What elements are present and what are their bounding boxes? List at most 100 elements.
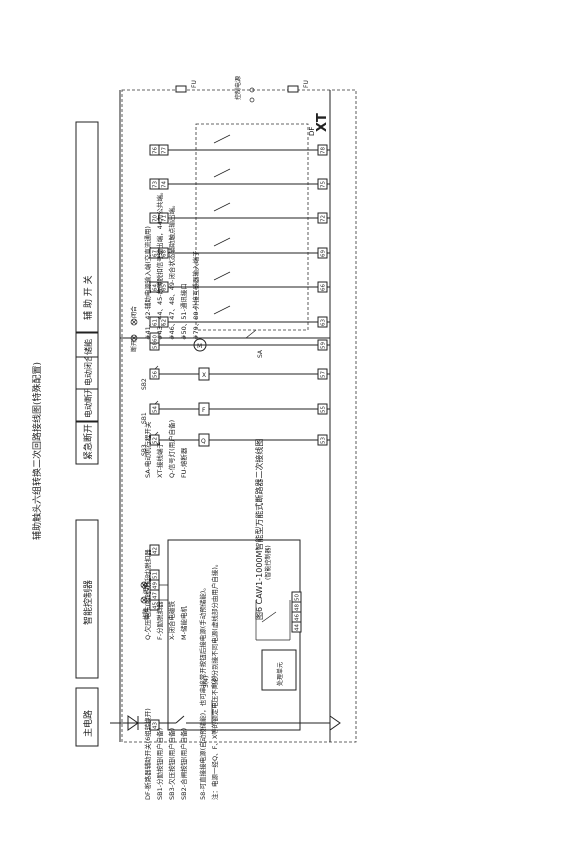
terminal-59: 59 bbox=[321, 342, 327, 349]
terminal-63-box bbox=[317, 316, 328, 328]
legend-c3-0: SA-电动机行程开关 bbox=[143, 421, 152, 478]
motor-m: M bbox=[197, 343, 202, 350]
legend: DF-断路器辅助开关(6组转换开) SB1-分励按钮(用户自备) SB3-欠压按… bbox=[143, 189, 264, 800]
legend-c1-1: SB1-分励按钮(用户自备) bbox=[155, 728, 164, 800]
fuse-left bbox=[175, 85, 187, 93]
coil-x: X bbox=[202, 372, 206, 379]
coil-q: Q bbox=[201, 438, 206, 445]
header-aux-switch-label: 辅 助 开 关 bbox=[82, 275, 94, 320]
terminal-71-box bbox=[158, 212, 169, 224]
terminal-67: 67 bbox=[153, 250, 159, 257]
legend-c1-2: SB3-欠压按钮(用户自备) bbox=[167, 728, 176, 800]
header-emergency-open bbox=[75, 421, 99, 465]
terminal-69: 69 bbox=[321, 250, 327, 257]
terminal-62-box bbox=[158, 316, 169, 328]
terminal-72-box bbox=[317, 212, 328, 224]
df-label: DF bbox=[308, 127, 316, 136]
terminal-45: 45 bbox=[153, 602, 159, 609]
header-main-circuit-label: 主电路 bbox=[82, 710, 94, 737]
terminal-49: 49 bbox=[153, 582, 159, 589]
legend-c1-0: DF-断路器辅助开关(6组转换开) bbox=[143, 708, 152, 800]
terminal-65: 65 bbox=[162, 284, 168, 291]
sb1-label: SB1 bbox=[141, 412, 148, 424]
smart-controller-block: 处理单元 (智能控制器) 故障 闭合 bbox=[140, 539, 301, 731]
terminal-68-box bbox=[158, 247, 169, 259]
terminal-59-box bbox=[317, 339, 328, 351]
terminal-56: 56 bbox=[153, 371, 159, 378]
terminal-72: 72 bbox=[321, 215, 327, 222]
terminal-73: 73 bbox=[153, 181, 159, 188]
sb2-label: SB2 bbox=[141, 378, 148, 390]
header-aux-switch bbox=[75, 121, 99, 333]
terminal-62: 62 bbox=[162, 319, 168, 326]
close-label-ctrl: 闭合 bbox=[142, 582, 150, 594]
terminal-55: 55 bbox=[321, 406, 327, 413]
df-dashed-box bbox=[195, 123, 309, 331]
main-mark-a: 3(4) bbox=[203, 676, 210, 688]
terminal-48: 48 bbox=[295, 604, 301, 611]
header-energy-storage-label: 储能 bbox=[83, 339, 93, 355]
xt-label: XT bbox=[315, 113, 330, 132]
terminal-54: 54 bbox=[153, 406, 159, 413]
legend-c2-3: M-储能电机 bbox=[179, 606, 188, 640]
terminal-74-box bbox=[158, 178, 169, 190]
legend-c4-4: #79、80-外接互感器输入端子 bbox=[191, 250, 200, 340]
terminal-54-box bbox=[149, 403, 160, 415]
terminal-60-box bbox=[149, 332, 160, 344]
terminal-44: 44 bbox=[295, 624, 301, 631]
legend-c1-3: SB2-合闸按钮(用户自备) bbox=[179, 728, 188, 800]
terminal-66-box bbox=[317, 281, 328, 293]
terminal-53-box bbox=[317, 434, 328, 446]
terminal-46: 46 bbox=[295, 614, 301, 621]
process-unit-box bbox=[261, 649, 297, 691]
header-main-circuit bbox=[75, 687, 99, 747]
terminal-65-box bbox=[158, 281, 169, 293]
terminal-50-box bbox=[291, 591, 302, 603]
fault-label: 故障 bbox=[142, 608, 150, 620]
terminal-66: 66 bbox=[321, 284, 327, 291]
header-energy-storage bbox=[75, 332, 99, 358]
legend-c4-1: #43、44、45-故障脱扣信号输出端，44为公共端。 bbox=[155, 189, 164, 340]
fuse-right bbox=[287, 85, 299, 93]
terminal-52-box bbox=[149, 434, 160, 446]
controller-body bbox=[167, 539, 301, 731]
aux-switch-block: DF XT 断开 闭合 bbox=[130, 113, 330, 352]
sb3-label: SB3 bbox=[141, 444, 148, 456]
open-label: 断开 bbox=[130, 340, 138, 352]
close-label-aux: 闭合 bbox=[130, 306, 138, 318]
control-rows: Q F X M SA SB3 SB1 SB2 bbox=[119, 90, 331, 742]
terminal-43-box bbox=[149, 719, 160, 731]
terminal-43: 43 bbox=[153, 722, 159, 729]
terminal-70: 70 bbox=[153, 215, 159, 222]
header-smart-controller-label: 智能控制器 bbox=[82, 580, 94, 625]
header-smart-controller bbox=[75, 519, 99, 679]
terminal-63: 63 bbox=[321, 319, 327, 326]
legend-c4-2: #46、47、48、49-闭合状态辅助触点输出端。 bbox=[167, 202, 176, 340]
outer-dashed-boundary bbox=[121, 89, 357, 743]
fu-left-label: FU bbox=[191, 80, 198, 88]
main-mark-b: 6(8) bbox=[211, 676, 218, 688]
terminal-42-box bbox=[149, 544, 160, 556]
terminal-60: 60 bbox=[153, 335, 159, 342]
terminal-50: 50 bbox=[295, 594, 301, 601]
terminal-78: 78 bbox=[321, 147, 327, 154]
coil-f: F bbox=[202, 407, 206, 414]
header-electric-open-label: 电动断开 bbox=[83, 386, 93, 418]
process-unit-label: 处理单元 bbox=[276, 662, 284, 686]
terminal-78-box bbox=[317, 144, 328, 156]
header-electric-close-label: 电动闭合 bbox=[83, 354, 93, 386]
terminal-56-box bbox=[149, 368, 160, 380]
note-1: 注：电源一经Q、F、X等的额定电压不同必分别接不同电源(虚线部分由用户自接)。 bbox=[210, 561, 219, 800]
fuses: FU FU 控制电源 bbox=[175, 76, 310, 103]
legend-c2-2: X-闭合电磁铁 bbox=[167, 601, 176, 640]
smart-unit-label: (智能控制器) bbox=[264, 545, 272, 580]
terminal-57-box bbox=[317, 368, 328, 380]
terminal-47: 47 bbox=[153, 592, 159, 599]
legend-c3-2: Q-信号灯(用户自备) bbox=[167, 420, 176, 478]
legend-c3-1: XT-接线端子 bbox=[155, 441, 164, 478]
terminal-58: 58 bbox=[153, 342, 159, 349]
figure-caption: 图6 CAW1-1000M智能型万能式断路器二次接线图 bbox=[254, 439, 264, 620]
